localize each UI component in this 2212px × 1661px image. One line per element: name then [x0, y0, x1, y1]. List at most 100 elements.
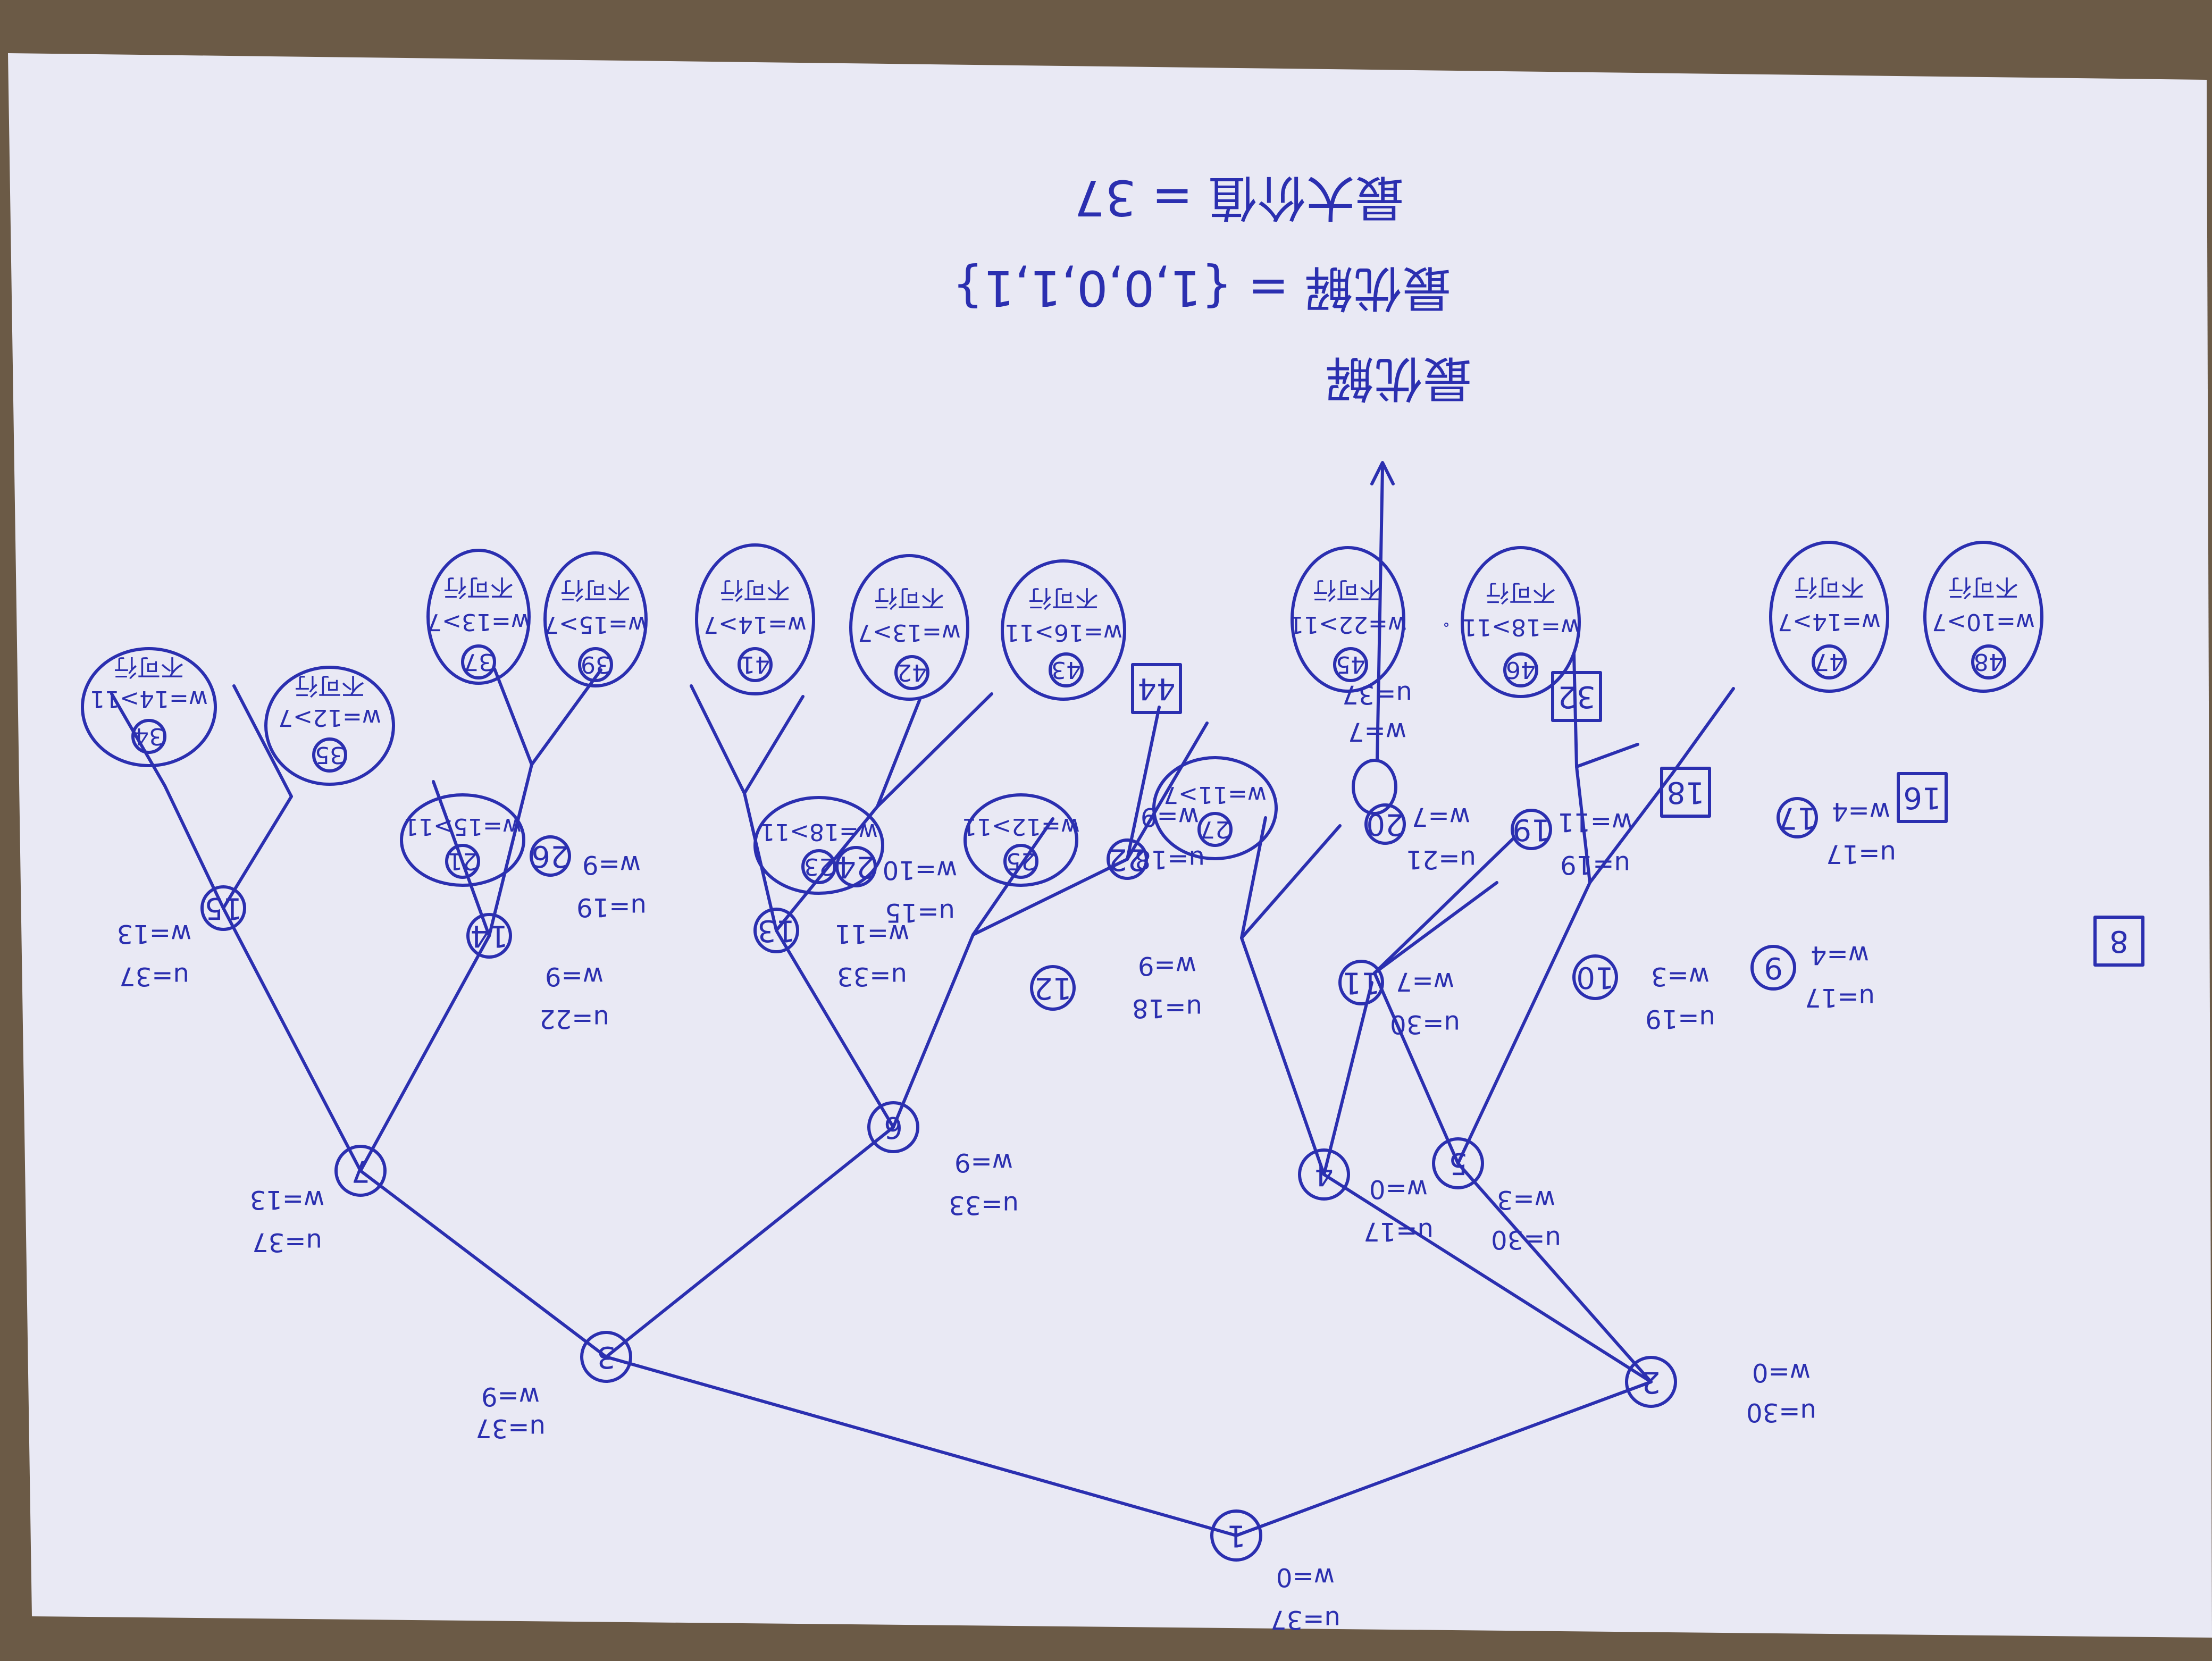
- node-13-label: 13: [757, 913, 795, 948]
- node-2: 2 w=0 u=30: [1625, 1356, 1816, 1427]
- node-9-label: 9: [1764, 951, 1783, 985]
- node-3-u: u=37: [475, 1413, 546, 1443]
- leaf-43-cond: w=16>11: [1004, 619, 1122, 646]
- leaf-34-label: 34: [134, 723, 164, 750]
- summary-value: 最大价值 = 37: [1074, 169, 1404, 226]
- leaf-41: 41 w=14>7 不可行: [695, 543, 815, 695]
- edge-14-28: [488, 763, 533, 937]
- leaf-8: 8: [2093, 916, 2144, 967]
- leaf-43-status: 不可行: [1028, 584, 1099, 611]
- node-1: 1 w=0 u=37: [1210, 1509, 1340, 1634]
- edge-9-18: [1240, 824, 1342, 939]
- leaf-21-cond: w=15>11: [404, 813, 522, 840]
- edge-13-26: [775, 805, 879, 932]
- edge-5-11: [1456, 881, 1591, 1165]
- node-1-u: u=37: [1270, 1605, 1340, 1634]
- edge-7-15: [222, 907, 362, 1172]
- node-19-u: u=19: [1560, 850, 1630, 879]
- node-24-w: w=10: [883, 855, 958, 885]
- node-10-w: w=3: [1651, 961, 1710, 991]
- leaf-23-cond: w=18>11: [760, 818, 878, 845]
- node-24-label: 24: [837, 850, 875, 884]
- node-20: 20 w=7 u=21: [1364, 802, 1476, 874]
- optimal-node: w=7 u=37: [1342, 680, 1412, 815]
- edge-26-31: [876, 692, 993, 808]
- leaf-36: [1444, 623, 1448, 627]
- node-11-label: 11: [1342, 966, 1380, 1000]
- leaf-16-label: 16: [1903, 781, 1941, 815]
- edge-3-7: [359, 1169, 608, 1358]
- node-14: 14 w=9 u=22: [466, 913, 609, 1034]
- leaf-18-label: 18: [1666, 775, 1704, 810]
- node-7-u: u=37: [252, 1227, 322, 1257]
- node-20-w: w=7: [1412, 802, 1470, 832]
- leaf-42-cond: w=13>7: [858, 619, 961, 646]
- leaf-44: 44: [1131, 663, 1182, 714]
- node-9: 9 w=4 u=17: [1750, 940, 1875, 1012]
- summary-block: 最优解 最优解 = {1,0,0,1,1} 最大价值 = 37: [952, 169, 1472, 407]
- leaf-16: 16: [1897, 772, 1948, 823]
- node-22-w: w=9: [1141, 802, 1199, 832]
- node-5-u: u=30: [1491, 1224, 1561, 1254]
- node-4-label: 4: [1314, 1157, 1334, 1192]
- node-17-w: w=4: [1832, 796, 1890, 826]
- node-3-w: w=9: [481, 1381, 540, 1411]
- edge-5-10: [1373, 971, 1460, 1165]
- edge-9-17: [1240, 816, 1267, 939]
- tree-edges: [110, 461, 1735, 1537]
- edge-6-12: [892, 933, 975, 1129]
- node-24: 24 w=10 u=15: [835, 846, 958, 927]
- leaf-47: 47 w=14>7 不可行: [1769, 541, 1889, 693]
- leaf-43: 43 w=16>11 不可行: [1001, 559, 1126, 701]
- node-17: 17 w=4 u=17: [1777, 796, 1896, 869]
- node-1-label: 1: [1227, 1519, 1246, 1553]
- leaf-25-label: 25: [1006, 848, 1036, 875]
- node-17-u: u=17: [1826, 839, 1896, 869]
- leaf-46-status: 不可行: [1486, 579, 1556, 606]
- leaf-47-label: 47: [1814, 648, 1844, 675]
- optimal-u: u=37: [1342, 680, 1412, 709]
- leaf-45-status: 不可行: [1313, 576, 1383, 603]
- node-10-u: u=19: [1645, 1004, 1715, 1034]
- leaf-48-status: 不可行: [1948, 574, 2018, 601]
- leaf-34-cond: w=14>11: [90, 685, 208, 712]
- node-20-u: u=21: [1406, 844, 1476, 874]
- edge-3-6: [605, 1126, 895, 1358]
- leaf-41-cond: w=14>7: [703, 611, 807, 638]
- leaf-25: 25 w=12>11: [962, 793, 1080, 887]
- summary-solution: 最优解 = {1,0,0,1,1}: [952, 259, 1451, 316]
- leaf-35-label: 35: [315, 741, 345, 768]
- leaf-48: 48 w=10>7 不可行: [1923, 541, 2043, 693]
- node-12-label: 12: [1034, 971, 1071, 1005]
- leaf-43-label: 43: [1051, 656, 1081, 683]
- leaf-47-cond: w=14>7: [1778, 608, 1881, 635]
- node-13: 13 w=11 u=33: [753, 908, 910, 991]
- node-26-u: u=19: [576, 892, 647, 922]
- node-22-u: u=18: [1135, 844, 1205, 874]
- leaf-23: 23 w=18>11: [753, 796, 884, 895]
- leaf-25-cond: w=12>11: [962, 813, 1080, 840]
- node-22: 22 w=9 u=18: [1107, 802, 1205, 880]
- leaf-37: 37 w=13>7 不可行: [426, 549, 531, 685]
- node-12-u: u=18: [1132, 993, 1202, 1023]
- edge-7-14: [359, 934, 491, 1172]
- leaf-27-cond: w=11>7: [1163, 781, 1267, 808]
- edge-29-50: [110, 692, 166, 787]
- node-10: 10 w=3 u=19: [1572, 954, 1715, 1034]
- node-5: 5 w=3 u=30: [1432, 1137, 1561, 1254]
- leaf-39-cond: w=15>7: [544, 611, 647, 638]
- arrow-head: [1370, 461, 1395, 485]
- leaf-32: 32: [1551, 671, 1602, 722]
- node-13-u: u=33: [837, 961, 907, 991]
- leaf-27: 27 w=11>7: [1152, 756, 1278, 860]
- leaf-34: 34 w=14>11 不可行: [81, 647, 217, 767]
- leaf-39-status: 不可行: [560, 576, 631, 603]
- node-4: 4 w=0 u=17: [1298, 1148, 1434, 1246]
- node-26: 26 w=9 u=19: [530, 835, 647, 922]
- node-4-w: w=0: [1369, 1174, 1428, 1204]
- leaf-18: 18: [1660, 767, 1711, 818]
- node-13-w: w=11: [835, 919, 910, 949]
- node-6-u: u=33: [949, 1190, 1019, 1220]
- edge-25-45: [690, 684, 746, 795]
